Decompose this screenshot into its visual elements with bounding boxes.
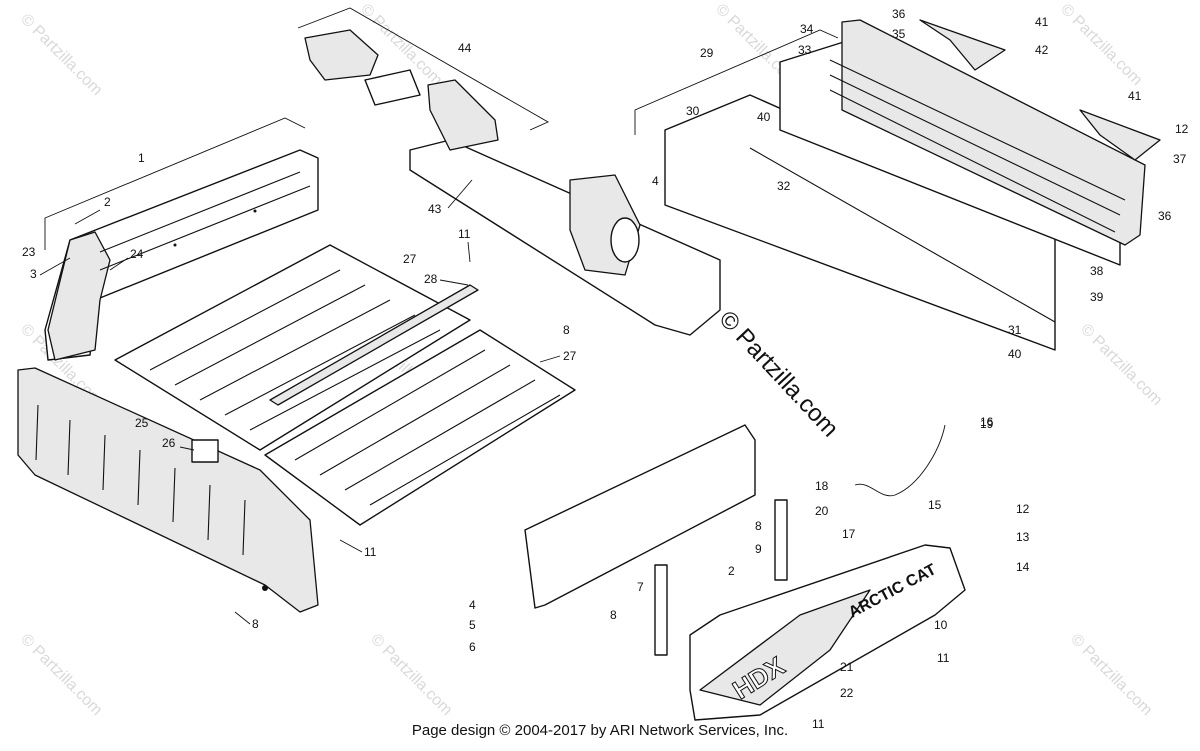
storage-box bbox=[409, 139, 721, 336]
callout-27: 27 bbox=[563, 349, 577, 363]
floor-panel-left bbox=[114, 244, 471, 451]
callout-33: 33 bbox=[798, 43, 812, 57]
mount-brackets bbox=[297, 7, 549, 151]
callout-11: 11 bbox=[937, 651, 950, 665]
callout-29: 29 bbox=[700, 46, 714, 60]
post-left bbox=[654, 564, 668, 656]
callout-4: 4 bbox=[652, 174, 659, 188]
front-bulkhead bbox=[44, 117, 319, 361]
watermark: © Partzilla.com bbox=[1057, 1, 1145, 89]
callout-21: 21 bbox=[840, 660, 854, 674]
callout-14: 14 bbox=[1016, 560, 1030, 574]
callout-5: 5 bbox=[469, 618, 476, 632]
post-right bbox=[774, 499, 788, 581]
callout-17: 17 bbox=[842, 527, 856, 541]
callout-23: 23 bbox=[22, 245, 36, 259]
callout-11: 11 bbox=[364, 545, 377, 559]
callout-24: 24 bbox=[130, 247, 144, 261]
watermark: © Partzilla.com bbox=[17, 631, 105, 719]
callout-43: 43 bbox=[428, 202, 442, 216]
callout-41: 41 bbox=[1128, 89, 1142, 103]
callout-30: 30 bbox=[686, 104, 700, 118]
watermark: © Partzilla.com bbox=[1067, 631, 1155, 719]
callout-11: 11 bbox=[812, 717, 825, 731]
callout-2: 2 bbox=[728, 564, 735, 578]
callout-6: 6 bbox=[469, 640, 476, 654]
callout-layer: 1 2 23 3 24 25 26 11 8 11 27 28 8 27 43 … bbox=[22, 7, 1189, 731]
callout-32: 32 bbox=[777, 179, 791, 193]
wire-harness bbox=[854, 424, 946, 497]
rear-panel bbox=[17, 367, 319, 613]
watermark: © Partzilla.com bbox=[367, 631, 455, 719]
callout-22: 22 bbox=[840, 686, 854, 700]
callout-12: 12 bbox=[1175, 122, 1189, 136]
floor-panel-right bbox=[264, 329, 576, 526]
callout-36: 36 bbox=[892, 7, 906, 21]
callout-19: 19 bbox=[980, 417, 994, 431]
callout-36: 36 bbox=[1158, 209, 1172, 223]
callout-12: 12 bbox=[1016, 502, 1030, 516]
label-plate bbox=[191, 439, 219, 463]
callout-15: 15 bbox=[928, 498, 942, 512]
center-watermark: © Partzilla.com bbox=[714, 306, 844, 443]
callout-41: 41 bbox=[1035, 15, 1049, 29]
callout-8: 8 bbox=[610, 608, 617, 622]
callout-16: 16 bbox=[980, 415, 994, 429]
callout-38: 38 bbox=[1090, 264, 1104, 278]
callout-34: 34 bbox=[800, 22, 814, 36]
callout-7: 7 bbox=[637, 580, 644, 594]
page-footer: Page design © 2004-2017 by ARI Network S… bbox=[411, 722, 789, 739]
callout-1: 1 bbox=[138, 151, 145, 165]
side-liner bbox=[524, 424, 756, 609]
tailgate-assembly bbox=[634, 19, 1161, 351]
callout-3: 3 bbox=[30, 267, 37, 281]
watermark: © Partzilla.com bbox=[1077, 321, 1165, 409]
callout-31: 31 bbox=[1008, 323, 1022, 337]
callout-39: 39 bbox=[1090, 290, 1104, 304]
callout-25: 25 bbox=[135, 416, 149, 430]
callout-27: 27 bbox=[403, 252, 417, 266]
callout-40: 40 bbox=[1008, 347, 1022, 361]
callout-8: 8 bbox=[252, 617, 259, 631]
side-panel: ARCTIC CAT HDX bbox=[689, 544, 966, 721]
callout-13: 13 bbox=[1016, 530, 1030, 544]
callout-18: 18 bbox=[815, 479, 829, 493]
callout-8: 8 bbox=[563, 323, 570, 337]
callout-26: 26 bbox=[162, 436, 176, 450]
watermark: © Partzilla.com bbox=[17, 11, 105, 99]
callout-9: 9 bbox=[755, 542, 762, 556]
callout-44: 44 bbox=[458, 41, 472, 55]
floor-center-strip bbox=[269, 284, 479, 406]
callout-11: 11 bbox=[458, 227, 471, 241]
callout-8: 8 bbox=[755, 519, 762, 533]
callout-37: 37 bbox=[1173, 152, 1187, 166]
callout-10: 10 bbox=[934, 618, 948, 632]
callout-35: 35 bbox=[892, 27, 906, 41]
callout-28: 28 bbox=[424, 272, 438, 286]
callout-42: 42 bbox=[1035, 43, 1049, 57]
callout-2: 2 bbox=[104, 195, 111, 209]
callout-4: 4 bbox=[469, 598, 476, 612]
callout-40: 40 bbox=[757, 110, 771, 124]
callout-20: 20 bbox=[815, 504, 829, 518]
